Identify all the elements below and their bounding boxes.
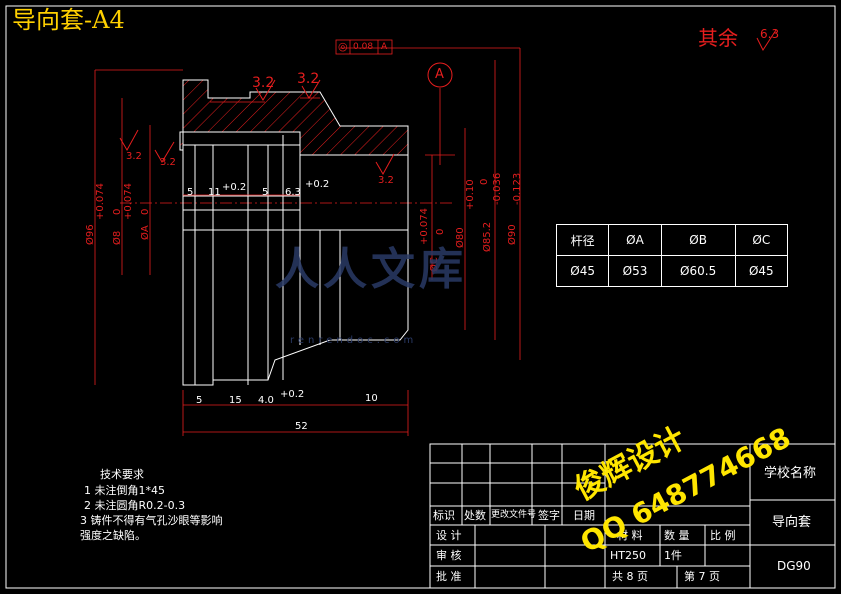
dimension-lines	[94, 47, 521, 436]
tech-req-line: 1 未注倒角1*45	[84, 484, 165, 497]
dim-label-vertical: Ø96	[85, 224, 96, 245]
dim-label: 10	[365, 393, 378, 404]
table-cell: Ø53	[608, 255, 662, 287]
dim-label-vertical: +0.074	[95, 182, 106, 220]
dim-label-vertical: +0.074	[419, 207, 430, 245]
surface-mark: 3.2	[252, 75, 275, 91]
tolerance-datum: A	[381, 42, 388, 52]
tech-req-heading: 技术要求	[100, 468, 144, 481]
table-header: 杆径	[555, 224, 610, 256]
dim-label: +0.2	[222, 182, 247, 193]
drawing-frame	[5, 5, 836, 589]
surface-mark: 3.2	[126, 151, 142, 162]
tolerance-symbol: ◎	[338, 40, 348, 53]
review-label: 审 核	[436, 549, 462, 562]
dim-label-vertical: -0.123	[512, 172, 523, 205]
dim-label: 5	[187, 187, 194, 198]
surface-mark: 3.2	[297, 71, 320, 87]
qty-value: 1件	[664, 549, 682, 562]
surface-roughness-symbols	[119, 29, 777, 176]
dim-label: +0.2	[305, 179, 330, 190]
table-header: ØC	[734, 224, 789, 256]
drawing-title: 导向套-A4	[12, 6, 125, 34]
table-cell: Ø45	[555, 255, 610, 287]
revision-label: 签字	[538, 509, 560, 522]
table-cell: Ø60.5	[660, 255, 736, 287]
table-row: Ø45 Ø53 Ø60.5 Ø45	[555, 255, 789, 287]
dim-label-vertical: 0	[112, 208, 123, 215]
dim-label: 5	[262, 187, 269, 198]
drawing-code: DG90	[777, 559, 811, 573]
revision-label: 标识	[433, 509, 455, 522]
school-name: 学校名称	[764, 466, 817, 481]
dim-label: 15	[229, 395, 242, 406]
scale-label: 比 例	[710, 529, 736, 542]
dim-label: 52	[295, 421, 308, 432]
url-watermark: renrendoc.com	[290, 335, 418, 346]
datum-circle	[427, 62, 453, 88]
dim-label-vertical: 0	[435, 228, 446, 235]
roughness-value: 6.3	[760, 27, 780, 41]
parameter-table: 杆径 ØA ØB ØC Ø45 Ø53 Ø60.5 Ø45	[555, 224, 789, 287]
part-name: 导向套	[772, 515, 812, 530]
dim-label: +0.2	[280, 389, 305, 400]
qty-label: 数 量	[664, 529, 690, 542]
datum-label: A	[435, 67, 444, 82]
revision-label: 更改文件号	[491, 510, 537, 520]
material-value: HT250	[610, 549, 646, 562]
tech-req-line: 强度之缺陷。	[80, 529, 146, 542]
table-row: 杆径 ØA ØB ØC	[555, 224, 789, 256]
tolerance-frame-box	[335, 39, 393, 55]
table-header: ØA	[608, 224, 662, 256]
table-cell: Ø45	[734, 255, 789, 287]
title-block-grid	[429, 443, 836, 589]
section-hatch	[179, 79, 409, 156]
surface-mark: 3.2	[160, 157, 176, 168]
material-label: 材 料	[617, 529, 643, 542]
approve-label: 批 准	[436, 570, 462, 583]
surface-mark: 3.2	[378, 175, 394, 186]
brand-watermark: 人人文库	[275, 244, 467, 295]
dim-label-vertical: Ø85.2	[482, 221, 493, 252]
dim-label: 11	[208, 187, 221, 198]
tech-req-line: 2 未注圆角R0.2-0.3	[84, 499, 186, 512]
design-label: 设 计	[436, 529, 462, 542]
tolerance-value: 0.08	[353, 42, 374, 52]
dim-label: 4.0	[258, 395, 274, 406]
roughness-note: 其余	[698, 26, 738, 50]
tech-req-line: 3 铸件不得有气孔沙眼等影响	[80, 514, 223, 527]
page-number: 第 7 页	[684, 570, 720, 583]
total-pages: 共 8 页	[612, 570, 648, 583]
revision-label: 处数	[464, 509, 486, 522]
table-header: ØB	[660, 224, 736, 256]
dim-label-vertical: 0	[479, 178, 490, 185]
dim-label-vertical: 0	[140, 208, 151, 215]
dim-label: 5	[196, 395, 203, 406]
dim-label-vertical: -0.036	[492, 172, 503, 205]
revision-label: 日期	[573, 509, 595, 522]
dim-label-vertical: +0.074	[123, 182, 134, 220]
dim-label-vertical: ØA	[140, 225, 151, 240]
dim-label-vertical: Ø90	[507, 224, 518, 245]
dim-label: 6.3	[285, 187, 301, 198]
dim-label-vertical: +0.10	[465, 179, 476, 210]
part-outline	[182, 135, 409, 386]
dim-label-vertical: Ø8	[112, 230, 123, 245]
